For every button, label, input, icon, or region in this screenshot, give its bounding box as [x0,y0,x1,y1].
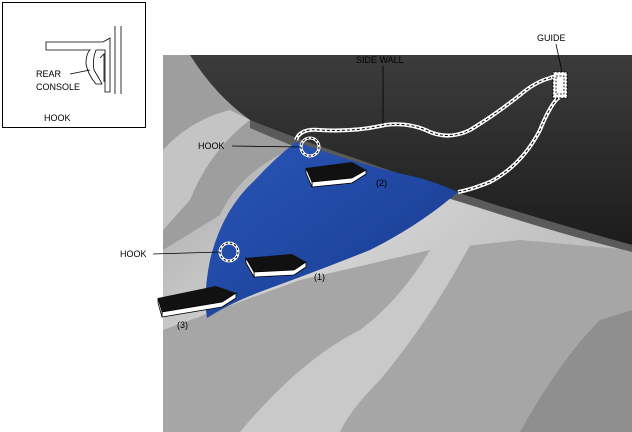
step-3-label: (3) [177,320,188,330]
side-wall-trim [190,55,632,245]
inset-part-label-line2: CONSOLE [36,82,80,92]
inset-detail-box [2,2,146,128]
step-1-label: (1) [314,272,325,282]
hook-lower-label: HOOK [120,249,147,259]
step-2-label: (2) [376,178,387,188]
hook-upper-label: HOOK [198,141,225,151]
leader-lines [152,43,563,255]
arrow-step-2 [305,162,367,188]
side-wall-label: SIDE WALL [356,55,404,65]
arrow-step-3 [157,286,237,318]
guide-label: GUIDE [537,33,566,43]
inset-hook-drawing [45,26,122,94]
guide-tab [552,71,568,99]
inset-caption: HOOK [44,113,71,123]
arrow-step-1 [245,254,307,279]
inset-part-label-line1: REAR [36,69,62,79]
